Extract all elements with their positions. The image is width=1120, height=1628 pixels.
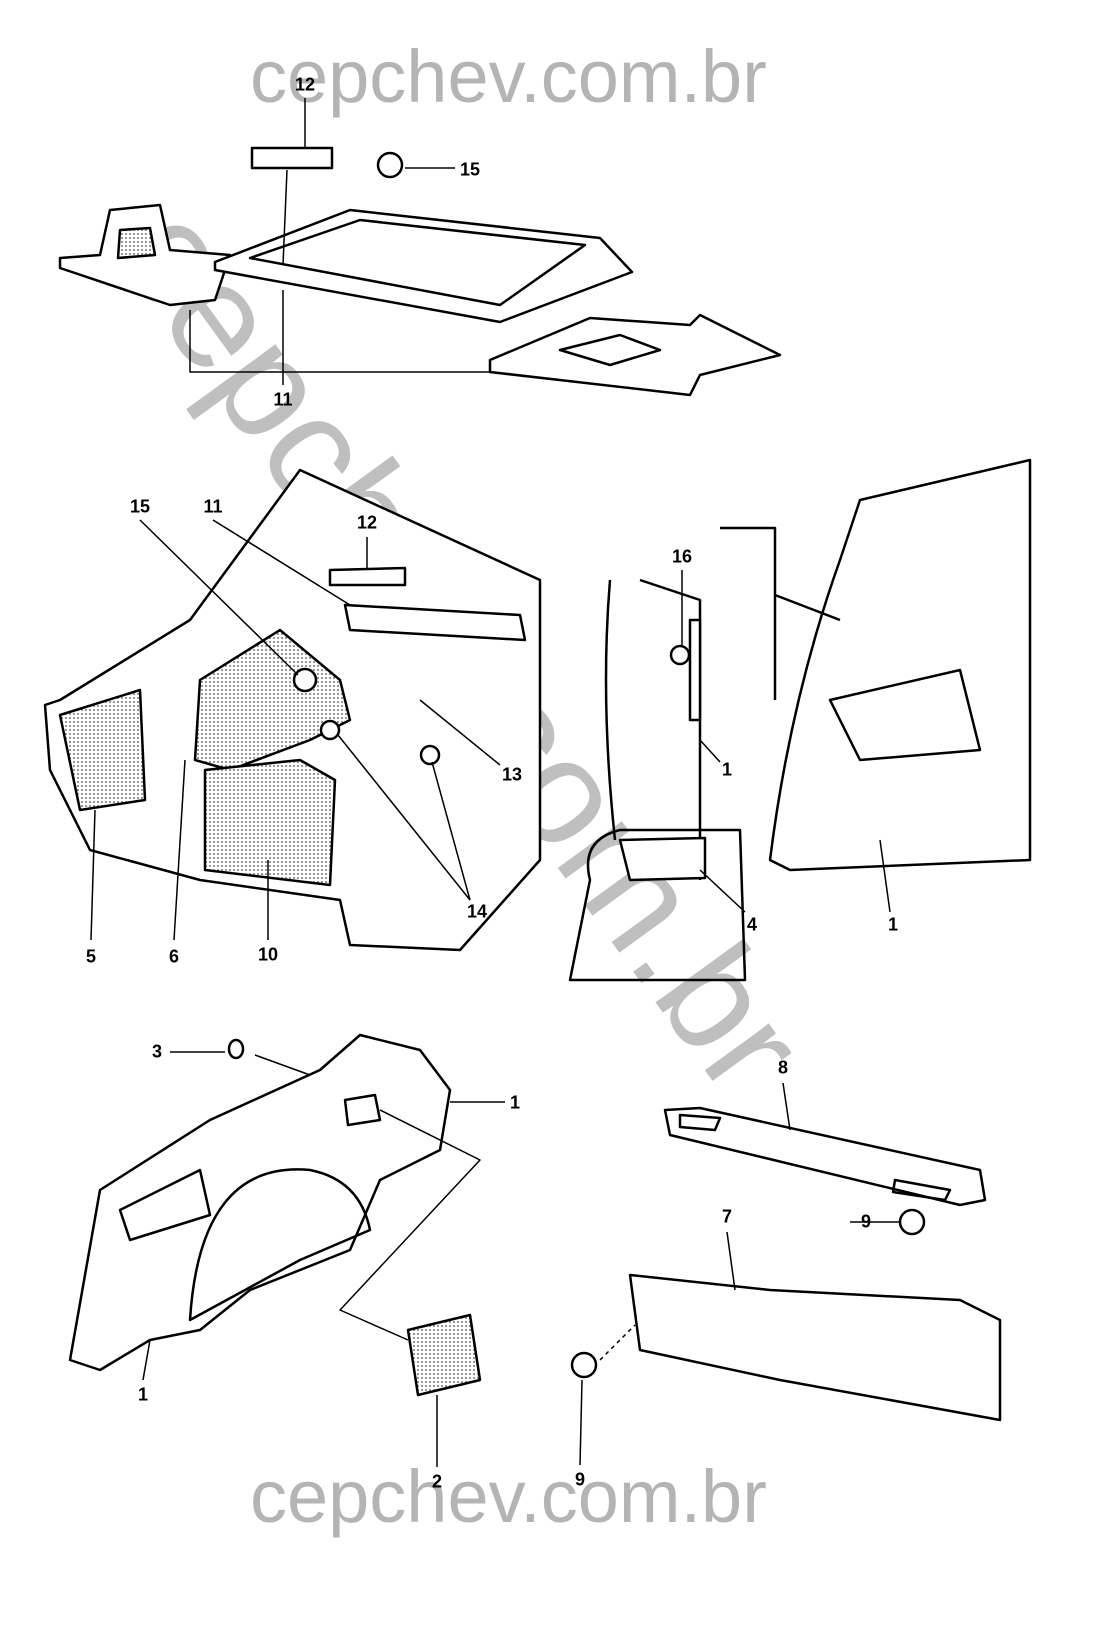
callout-12: 12 [294, 74, 316, 95]
trunk-interior [43, 468, 542, 952]
callout-11: 11 [203, 496, 223, 517]
callout-10: 10 [257, 944, 279, 965]
callout-16: 16 [671, 546, 693, 567]
callout-7: 7 [721, 1206, 733, 1227]
leader-lines-middle [90, 519, 501, 941]
callout-5: 5 [85, 946, 97, 967]
callout-9: 9 [860, 1211, 872, 1232]
callout-2: 2 [431, 1471, 443, 1492]
watermark-top: cepchev.com.br [250, 35, 767, 118]
callout-8: 8 [777, 1057, 789, 1078]
callout-1: 1 [509, 1092, 521, 1113]
leader-lines-bottom [142, 1051, 900, 1467]
callout-4: 4 [746, 914, 758, 935]
leader-lines-top [189, 98, 490, 385]
leader-lines-right [681, 570, 891, 913]
side-panel-views [568, 458, 1032, 982]
callout-14: 14 [466, 901, 488, 922]
quarter-trim-panel [68, 1033, 1002, 1422]
callout-15: 15 [459, 159, 481, 180]
callout-11: 11 [273, 389, 293, 410]
callout-13: 13 [501, 764, 523, 785]
callout-1: 1 [721, 759, 733, 780]
callout-1: 1 [137, 1384, 149, 1405]
callout-1: 1 [887, 914, 899, 935]
callout-6: 6 [168, 946, 180, 967]
watermark-bottom: cepchev.com.br [250, 1455, 767, 1538]
callout-3: 3 [151, 1041, 163, 1062]
rear-shelf-assembly [58, 146, 782, 397]
callout-12: 12 [356, 512, 378, 533]
callout-9: 9 [574, 1469, 586, 1490]
callout-15: 15 [129, 496, 151, 517]
